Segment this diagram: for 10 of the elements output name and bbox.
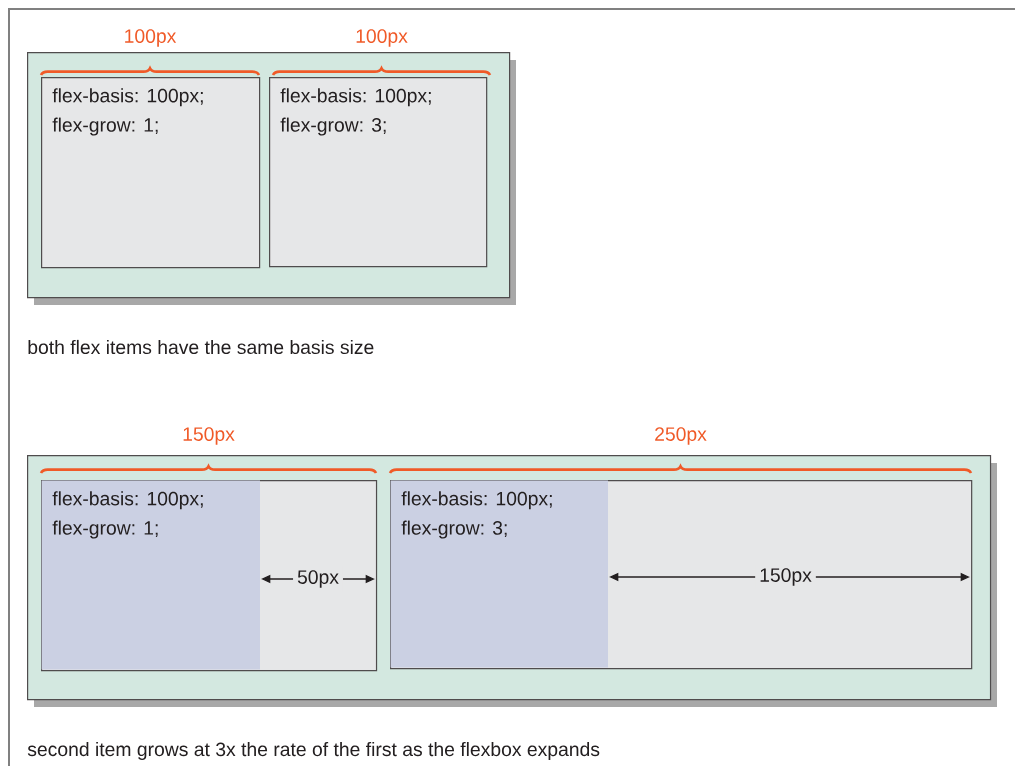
dimension-label: 150px xyxy=(755,564,816,590)
caption: both flex items have the same basis size xyxy=(28,339,374,355)
width-label: 100px xyxy=(125,29,177,47)
flex-item-box: flex-basis: 100px; flex-grow: 3; xyxy=(269,77,488,268)
width-label: 150px xyxy=(183,427,235,445)
width-label: 100px xyxy=(356,29,408,47)
width-label: 250px xyxy=(655,427,707,445)
dimension-label: 50px xyxy=(293,566,343,592)
caption: second item grows at 3x the rate of the first as the flexbox expands xyxy=(27,741,600,760)
flex-item-box: flex-basis: 100px; flex-grow: 1; xyxy=(41,77,261,269)
